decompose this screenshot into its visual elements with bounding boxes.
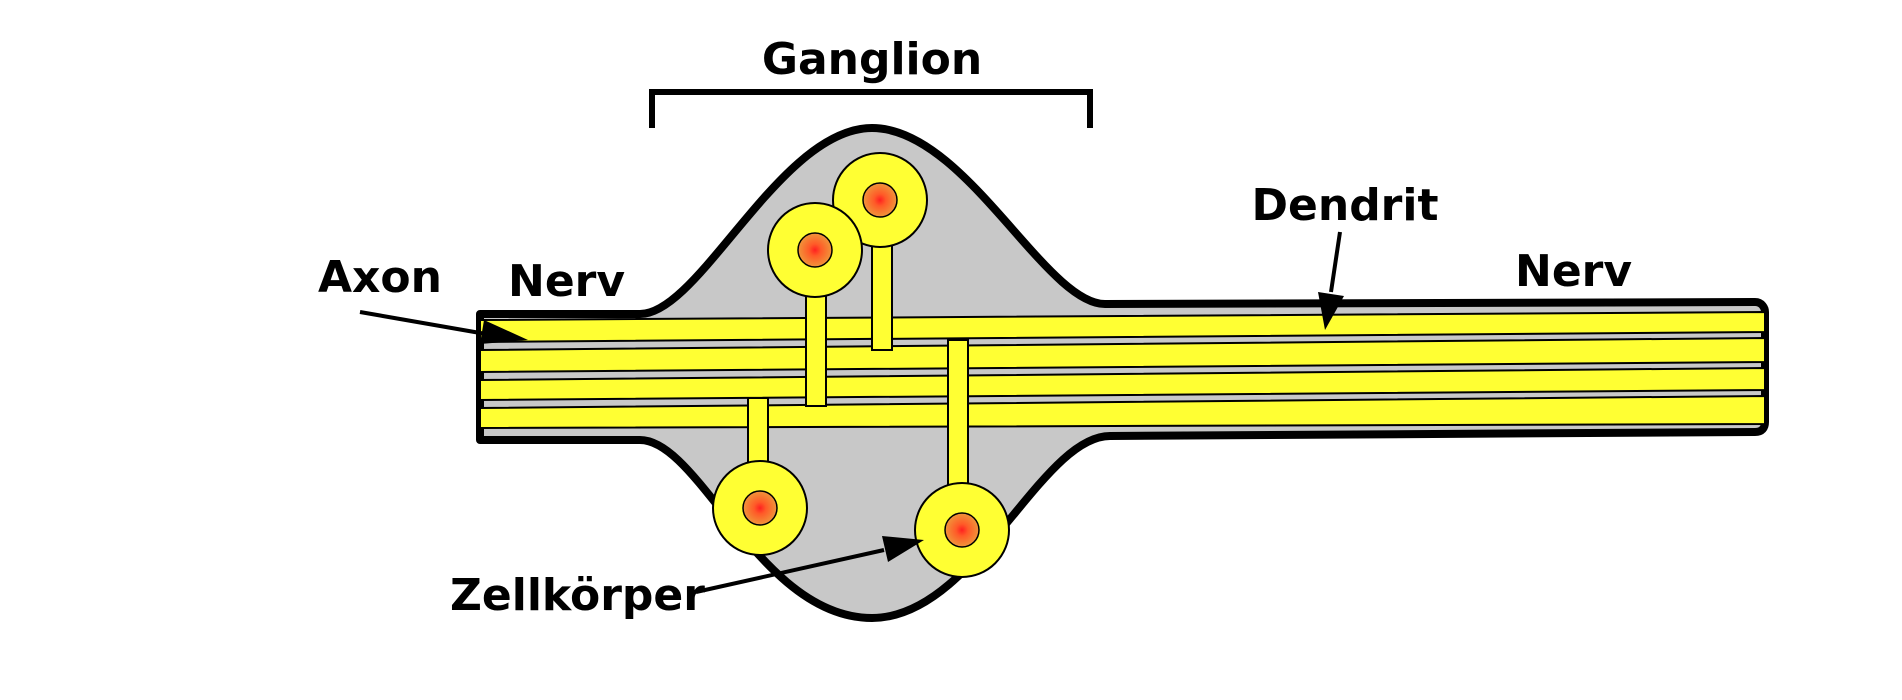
cell-body-lower-left — [712, 460, 808, 556]
zellkoerper-arrow — [695, 536, 924, 594]
label-axon: Axon — [318, 252, 442, 303]
cell-bodies — [712, 152, 1010, 578]
cell-body-lower-right — [914, 482, 1010, 578]
label-nerv-left: Nerv — [508, 256, 625, 307]
fiber-3 — [479, 366, 1766, 402]
label-dendrit: Dendrit — [1252, 180, 1439, 231]
stem-upper-left — [805, 291, 827, 407]
stem-lower-right — [947, 339, 969, 489]
label-nerv-right: Nerv — [1515, 246, 1632, 297]
nucleus — [742, 490, 778, 526]
ganglion-bracket — [649, 89, 1093, 128]
fiber-bundle — [479, 310, 1766, 430]
fiber-4 — [479, 394, 1766, 430]
nucleus — [797, 232, 833, 268]
cell-stems — [747, 241, 969, 489]
pointer-arrows — [359, 231, 1344, 594]
label-zellkoerper: Zellkörper — [450, 570, 705, 621]
cell-body-upper-right — [832, 152, 928, 248]
nucleus — [944, 512, 980, 548]
dendrit-arrow — [1318, 231, 1344, 330]
cell-body-upper-left — [767, 202, 863, 298]
axon-arrow — [359, 310, 528, 344]
nucleus — [862, 182, 898, 218]
stem-upper-right — [871, 241, 893, 351]
stem-lower-left — [747, 397, 769, 469]
label-ganglion: Ganglion — [762, 34, 982, 85]
fiber-2 — [479, 336, 1766, 374]
